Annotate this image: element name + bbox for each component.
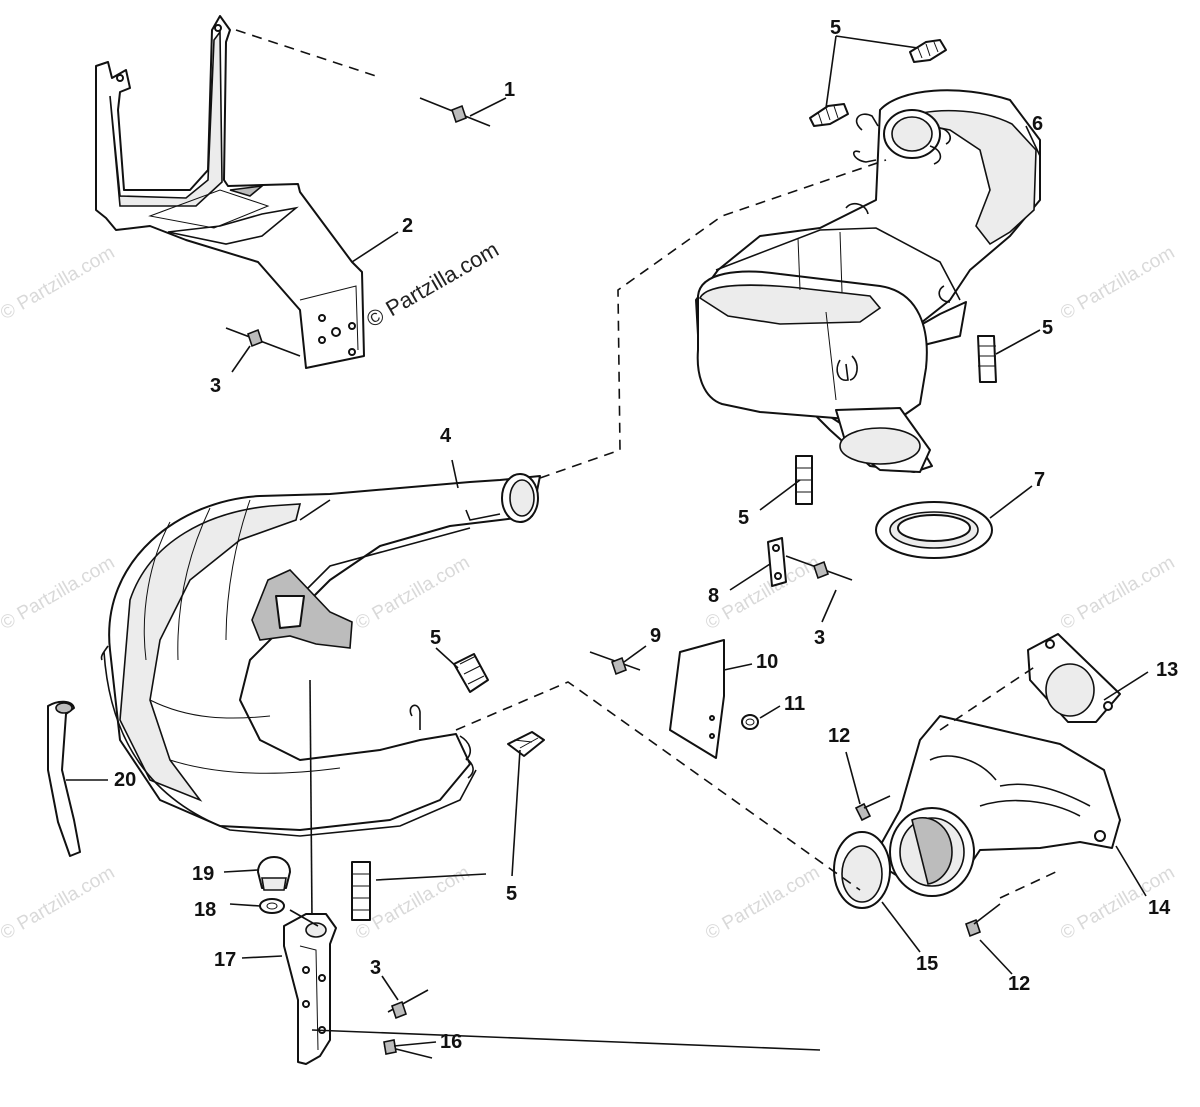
watermark-1: © Partzilla.com — [0, 242, 118, 324]
part-19-grommet — [257, 856, 291, 891]
callout-12-lower: 12 — [1008, 973, 1030, 995]
part-18-washer — [259, 898, 285, 914]
callout-5-pipe: 5 — [430, 627, 441, 649]
leader-lines — [66, 35, 1149, 1051]
part-8-bracket — [767, 537, 853, 587]
part-10-heat-shield — [589, 639, 759, 759]
part-7-gasket — [875, 501, 993, 559]
callout-1: 1 — [504, 79, 515, 101]
callout-12-upper: 12 — [828, 725, 850, 747]
watermark-3: © Partzilla.com — [0, 862, 118, 944]
assembly-lines — [455, 159, 1061, 899]
part-12-bolts — [854, 795, 1001, 938]
part-2-exhaust-bracket — [95, 15, 377, 369]
callout-15: 15 — [916, 953, 938, 975]
part-15-seal-ring — [833, 831, 891, 909]
callout-5-right: 5 — [1042, 317, 1053, 339]
callout-5-lower: 5 — [506, 883, 517, 905]
callout-2: 2 — [402, 215, 413, 237]
callout-11: 11 — [784, 693, 805, 715]
callout-20: 20 — [114, 769, 136, 791]
part-1-bolt — [419, 97, 491, 127]
callout-4: 4 — [440, 425, 452, 447]
part-6-muffler — [695, 89, 1041, 473]
part-16-screw — [383, 1039, 433, 1059]
watermark-9: © Partzilla.com — [1057, 552, 1178, 634]
watermark-7: © Partzilla.com — [702, 862, 823, 944]
callout-5-top: 5 — [830, 17, 841, 39]
watermark-6: © Partzilla.com — [702, 552, 823, 634]
callout-3-upper: 3 — [210, 375, 221, 397]
callout-3-mid: 3 — [814, 627, 825, 649]
part-20-strap — [47, 700, 81, 857]
callout-14: 14 — [1148, 897, 1171, 919]
callout-8: 8 — [708, 585, 719, 607]
callout-3-lower: 3 — [370, 957, 381, 979]
callout-5-mid: 5 — [738, 507, 749, 529]
part-17-mount-bracket — [283, 909, 337, 1065]
watermark-4: © Partzilla.com — [352, 552, 473, 634]
callout-labels: 1 2 3 4 5 6 5 5 7 8 3 9 10 11 5 12 13 20… — [114, 17, 1178, 1053]
callout-16: 16 — [440, 1031, 462, 1053]
callout-9: 9 — [650, 625, 661, 647]
part-3-bolt-upper — [225, 327, 301, 357]
part-3-bolt-lower — [387, 989, 429, 1020]
part-4-expansion-pipe — [100, 473, 541, 921]
callout-7: 7 — [1034, 469, 1045, 491]
part-13-flange-gasket — [1027, 633, 1121, 723]
part-5-springs — [351, 39, 997, 921]
part-14-manifold — [879, 715, 1121, 897]
callout-18: 18 — [194, 899, 216, 921]
callout-13: 13 — [1156, 659, 1178, 681]
callout-17: 17 — [214, 949, 236, 971]
watermark-main: © Partzilla.com — [362, 237, 503, 333]
watermark-8: © Partzilla.com — [1057, 242, 1178, 324]
callout-10: 10 — [756, 651, 778, 673]
watermark-2: © Partzilla.com — [0, 552, 118, 634]
callout-6: 6 — [1032, 113, 1043, 135]
callout-19: 19 — [192, 863, 214, 885]
